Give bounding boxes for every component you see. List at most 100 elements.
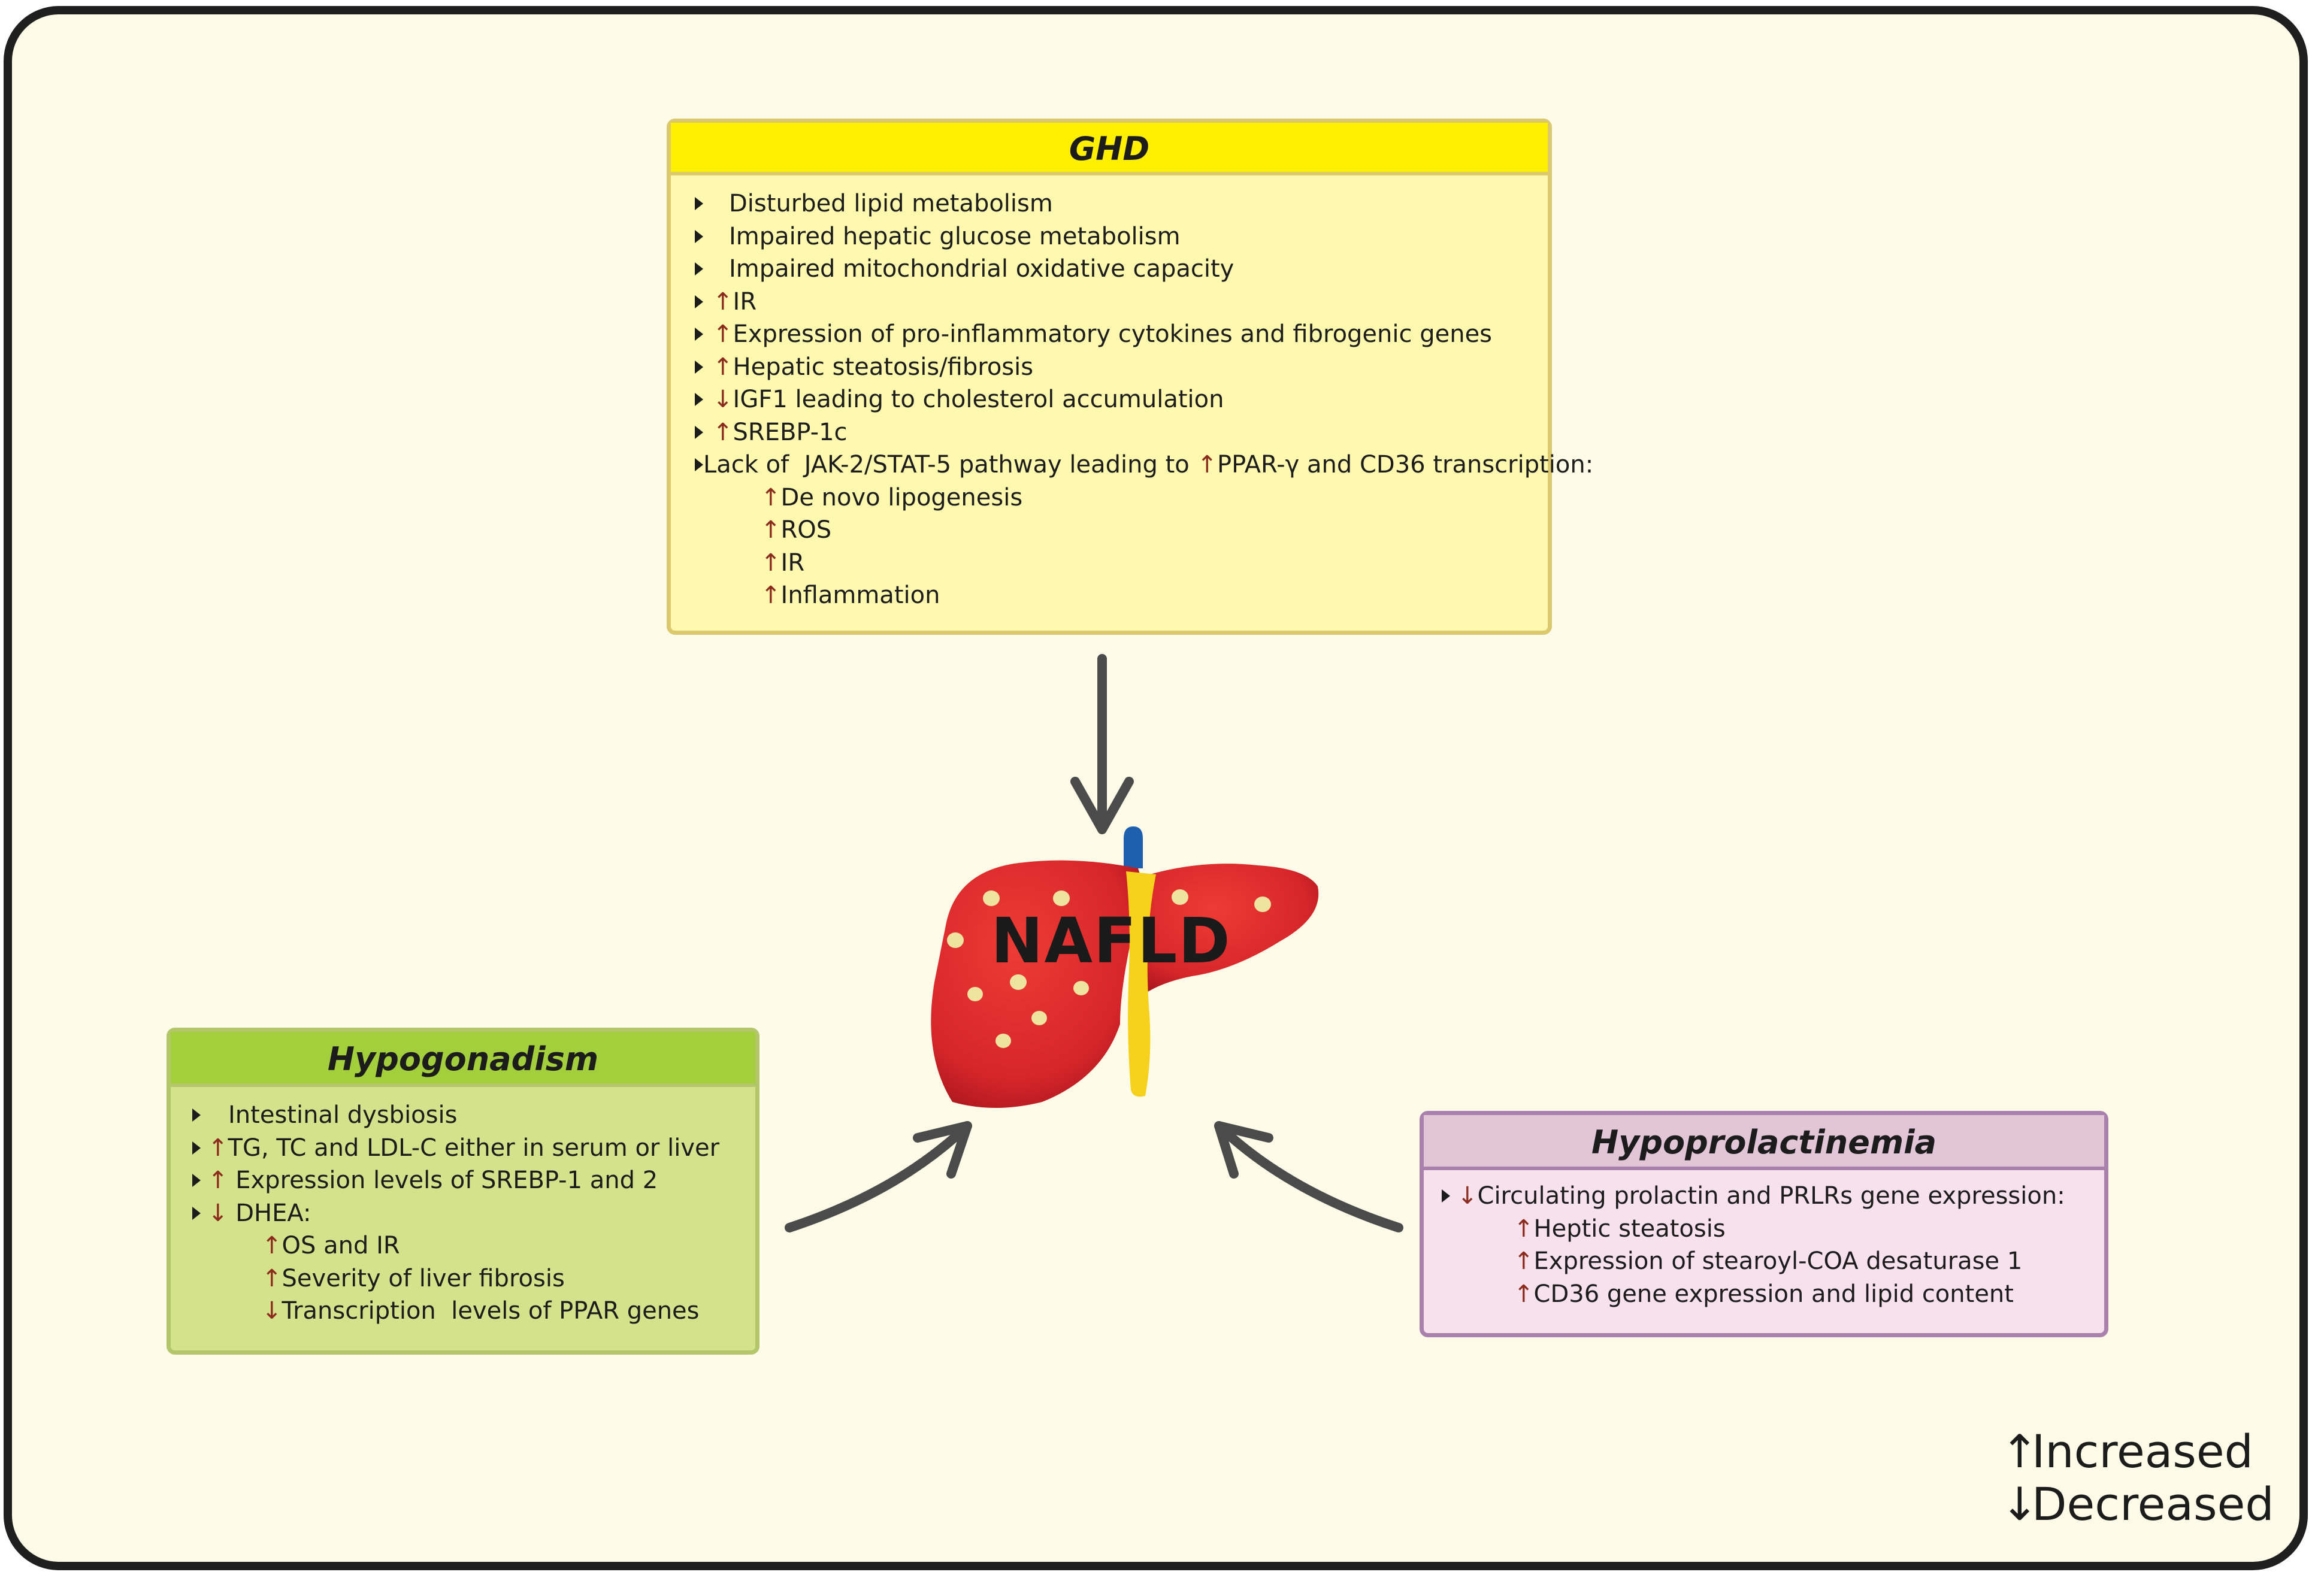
item-text: TG, TC and LDL-C either in serum or live… [228, 1134, 720, 1162]
bullet-icon [1442, 1189, 1450, 1203]
item-text: Impaired hepatic glucose metabolism [729, 222, 1181, 250]
ghd-box: GHD Disturbed lipid metabolism Impaired … [667, 119, 1593, 635]
liver-illustration [931, 826, 1319, 1108]
ligament-shape [1126, 871, 1156, 1097]
item-text: Expression levels of SREBP-1 and 2 [228, 1167, 658, 1195]
increase-arrow-icon: ↑ [713, 320, 733, 349]
list-item: Disturbed lipid metabolism [695, 187, 1548, 220]
item-text: Expression of pro-inflammatory cytokines… [733, 320, 1493, 349]
list-item: ↓IGF1 leading to cholesterol accumulatio… [695, 383, 1548, 416]
item-text: Transcription levels of PPAR genes [282, 1297, 700, 1325]
hypogonadism-box: Hypogonadism Intestinal dysbiosis ↑TG, T… [167, 1028, 759, 1355]
sub-item: ↑Severity of liver fibrosis [192, 1262, 755, 1295]
bullet-icon [695, 425, 703, 439]
increase-arrow-icon: ↑ [761, 581, 781, 610]
decrease-arrow-icon: ↓ [262, 1297, 282, 1325]
item-text: Lack of JAK-2/STAT-5 pathway leading to [703, 451, 1197, 479]
bullet-icon [695, 328, 703, 341]
sub-item: ↑OS and IR [192, 1229, 755, 1262]
increase-arrow-icon: ↑ [713, 418, 733, 446]
bullet-icon [192, 1141, 201, 1155]
item-text: IR [780, 549, 805, 577]
item-text: Impaired mitochondrial oxidative capacit… [729, 255, 1234, 283]
list-item: ↑Hepatic steatosis/fibrosis [695, 351, 1548, 384]
sub-item: ↑CD36 gene expression and lipid content [1442, 1278, 2104, 1311]
item-text: Expression of stearoyl-COA desaturase 1 [1533, 1247, 2023, 1276]
bullet-icon [695, 197, 703, 211]
item-text: Severity of liver fibrosis [282, 1264, 565, 1292]
list-item: ↑IR [695, 286, 1548, 319]
bullet-icon [695, 262, 703, 276]
liver-right-lobe [931, 860, 1144, 1108]
list-item: ↓ DHEA: [192, 1197, 755, 1230]
item-text: PPAR-γ and CD36 transcription: [1217, 451, 1594, 479]
sub-item: ↑IR [695, 547, 1548, 580]
list-item: ↑SREBP-1c [695, 416, 1548, 449]
sub-item: ↑Heptic steatosis [1442, 1213, 2104, 1246]
legend-decreased: ↓Decreased [2001, 1478, 2274, 1531]
item-text: Disturbed lipid metabolism [729, 190, 1053, 218]
ghd-title: GHD [671, 123, 1548, 175]
increase-arrow-icon: ↑ [2001, 1425, 2039, 1478]
hypoprolactinemia-title: Hypoprolactinemia [1424, 1115, 2104, 1170]
vessel-shape [1124, 826, 1143, 868]
increase-arrow-icon: ↑ [208, 1167, 228, 1195]
item-text: IR [733, 287, 757, 316]
increase-arrow-icon: ↑ [713, 353, 733, 381]
list-item: ↓Circulating prolactin and PRLRs gene ex… [1442, 1180, 2104, 1213]
increase-arrow-icon: ↑ [1197, 451, 1217, 479]
legend-increased-label: Increased [2032, 1425, 2253, 1478]
list-item: Lack of JAK-2/STAT-5 pathway leading to … [695, 449, 1593, 481]
increase-arrow-icon: ↑ [761, 549, 781, 577]
item-text: Intestinal dysbiosis [228, 1101, 458, 1129]
increase-arrow-icon: ↑ [208, 1134, 228, 1162]
increase-arrow-icon: ↑ [1514, 1247, 1534, 1276]
increase-arrow-icon: ↑ [1514, 1280, 1534, 1308]
legend-increased: ↑Increased [2001, 1425, 2274, 1478]
list-item: Impaired mitochondrial oxidative capacit… [695, 253, 1548, 286]
item-text: Hepatic steatosis/fibrosis [733, 353, 1034, 381]
list-item: Intestinal dysbiosis [192, 1099, 755, 1132]
item-text: Inflammation [780, 581, 940, 610]
decrease-arrow-icon: ↓ [713, 386, 733, 414]
sub-item: ↑Inflammation [695, 579, 1548, 612]
bullet-icon [192, 1108, 201, 1122]
hypoprolactinemia-box: Hypoprolactinemia ↓Circulating prolactin… [1420, 1111, 2108, 1337]
bullet-icon [695, 229, 703, 243]
increase-arrow-icon: ↑ [761, 483, 781, 511]
bullet-icon [192, 1174, 201, 1188]
item-text: Heptic steatosis [1533, 1214, 1726, 1243]
legend-decreased-label: Decreased [2032, 1477, 2274, 1531]
item-text: OS and IR [282, 1232, 400, 1260]
bullet-icon [695, 295, 703, 308]
bullet-icon [695, 458, 703, 472]
list-item: ↑TG, TC and LDL-C either in serum or liv… [192, 1132, 755, 1165]
bullet-icon [695, 393, 703, 407]
sub-item: ↓Transcription levels of PPAR genes [192, 1295, 755, 1328]
hypogonadism-title: Hypogonadism [171, 1032, 755, 1087]
increase-arrow-icon: ↑ [262, 1232, 282, 1260]
increase-arrow-icon: ↑ [761, 516, 781, 544]
item-text: DHEA: [228, 1199, 311, 1227]
legend: ↑Increased ↓Decreased [2001, 1425, 2274, 1531]
sub-item: ↑Expression of stearoyl-COA desaturase 1 [1442, 1245, 2104, 1278]
list-item: ↑ Expression levels of SREBP-1 and 2 [192, 1164, 755, 1197]
fat-spots [947, 889, 1271, 1048]
increase-arrow-icon: ↑ [262, 1264, 282, 1292]
list-item: Impaired hepatic glucose metabolism [695, 220, 1548, 253]
hypoprolactinemia-list: ↓Circulating prolactin and PRLRs gene ex… [1424, 1170, 2104, 1310]
decrease-arrow-icon: ↓ [1457, 1182, 1478, 1210]
sub-item: ↑ROS [695, 514, 1548, 547]
bullet-icon [695, 360, 703, 374]
item-text: IGF1 leading to cholesterol accumulation [733, 386, 1224, 414]
item-text: De novo lipogenesis [780, 483, 1023, 511]
sub-item: ↑De novo lipogenesis [695, 481, 1548, 514]
decrease-arrow-icon: ↓ [208, 1199, 228, 1227]
bullet-icon [192, 1206, 201, 1220]
hypogonadism-list: Intestinal dysbiosis ↑TG, TC and LDL-C e… [171, 1087, 755, 1328]
decrease-arrow-icon: ↓ [2001, 1477, 2039, 1531]
list-item: ↑Expression of pro-inflammatory cytokine… [695, 318, 1548, 351]
item-text: Circulating prolactin and PRLRs gene exp… [1477, 1182, 2065, 1210]
item-text: CD36 gene expression and lipid content [1533, 1280, 2014, 1308]
item-text: ROS [780, 516, 832, 544]
